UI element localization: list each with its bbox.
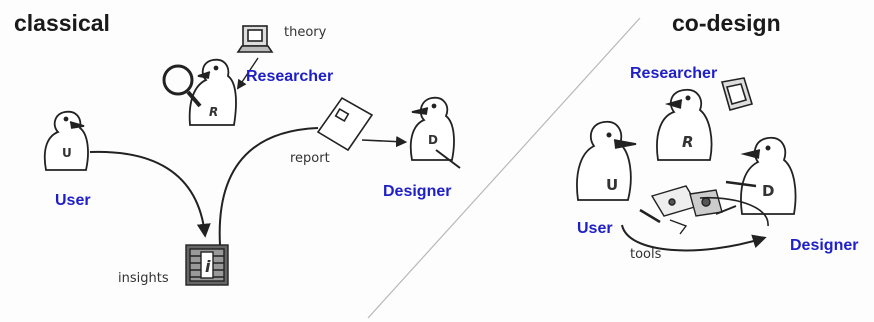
tools-label: tools	[630, 247, 662, 262]
user-badge: U	[62, 146, 72, 160]
computer-icon	[720, 77, 754, 111]
user-label: User	[55, 192, 91, 209]
report-document-icon	[316, 96, 374, 152]
researcher-label: Researcher	[246, 68, 334, 85]
theory-arrow	[236, 57, 259, 90]
researcher-badge: R	[682, 133, 694, 151]
user-to-insights-arrow	[89, 150, 211, 238]
user-label: User	[577, 220, 613, 237]
insights-badge: i	[205, 257, 211, 276]
designer-figure	[740, 136, 797, 215]
tools-cycle-arrow	[621, 224, 767, 252]
designer-badge: D	[762, 182, 775, 200]
designer-badge: D	[428, 133, 438, 147]
pencil-icon	[435, 149, 461, 169]
user-badge: U	[606, 176, 619, 194]
researcher-figure	[188, 58, 237, 126]
designer-label: Designer	[383, 183, 452, 200]
report-to-designer-arrow	[361, 135, 408, 148]
researcher-label: Researcher	[630, 65, 718, 82]
insights-card-icon	[185, 244, 229, 286]
computer-icon	[236, 25, 274, 53]
designer-figure	[409, 96, 455, 161]
report-label: report	[290, 151, 330, 166]
panel-divider	[367, 17, 641, 319]
researcher-badge: R	[209, 105, 219, 119]
user-figure	[43, 110, 89, 171]
classical-heading: classical	[14, 10, 110, 36]
insights-to-report-line	[218, 127, 319, 246]
researcher-figure	[656, 88, 713, 161]
insights-label: insights	[118, 271, 169, 286]
magnifying-glass-icon	[162, 64, 202, 108]
user-figure	[576, 120, 637, 201]
codesign-heading: co-design	[672, 10, 781, 36]
designer-label: Designer	[790, 237, 859, 254]
pencil-icon	[725, 180, 757, 188]
tools-cycle-arrow-return	[699, 196, 769, 227]
theory-label: theory	[284, 25, 327, 40]
shared-materials	[639, 185, 737, 235]
